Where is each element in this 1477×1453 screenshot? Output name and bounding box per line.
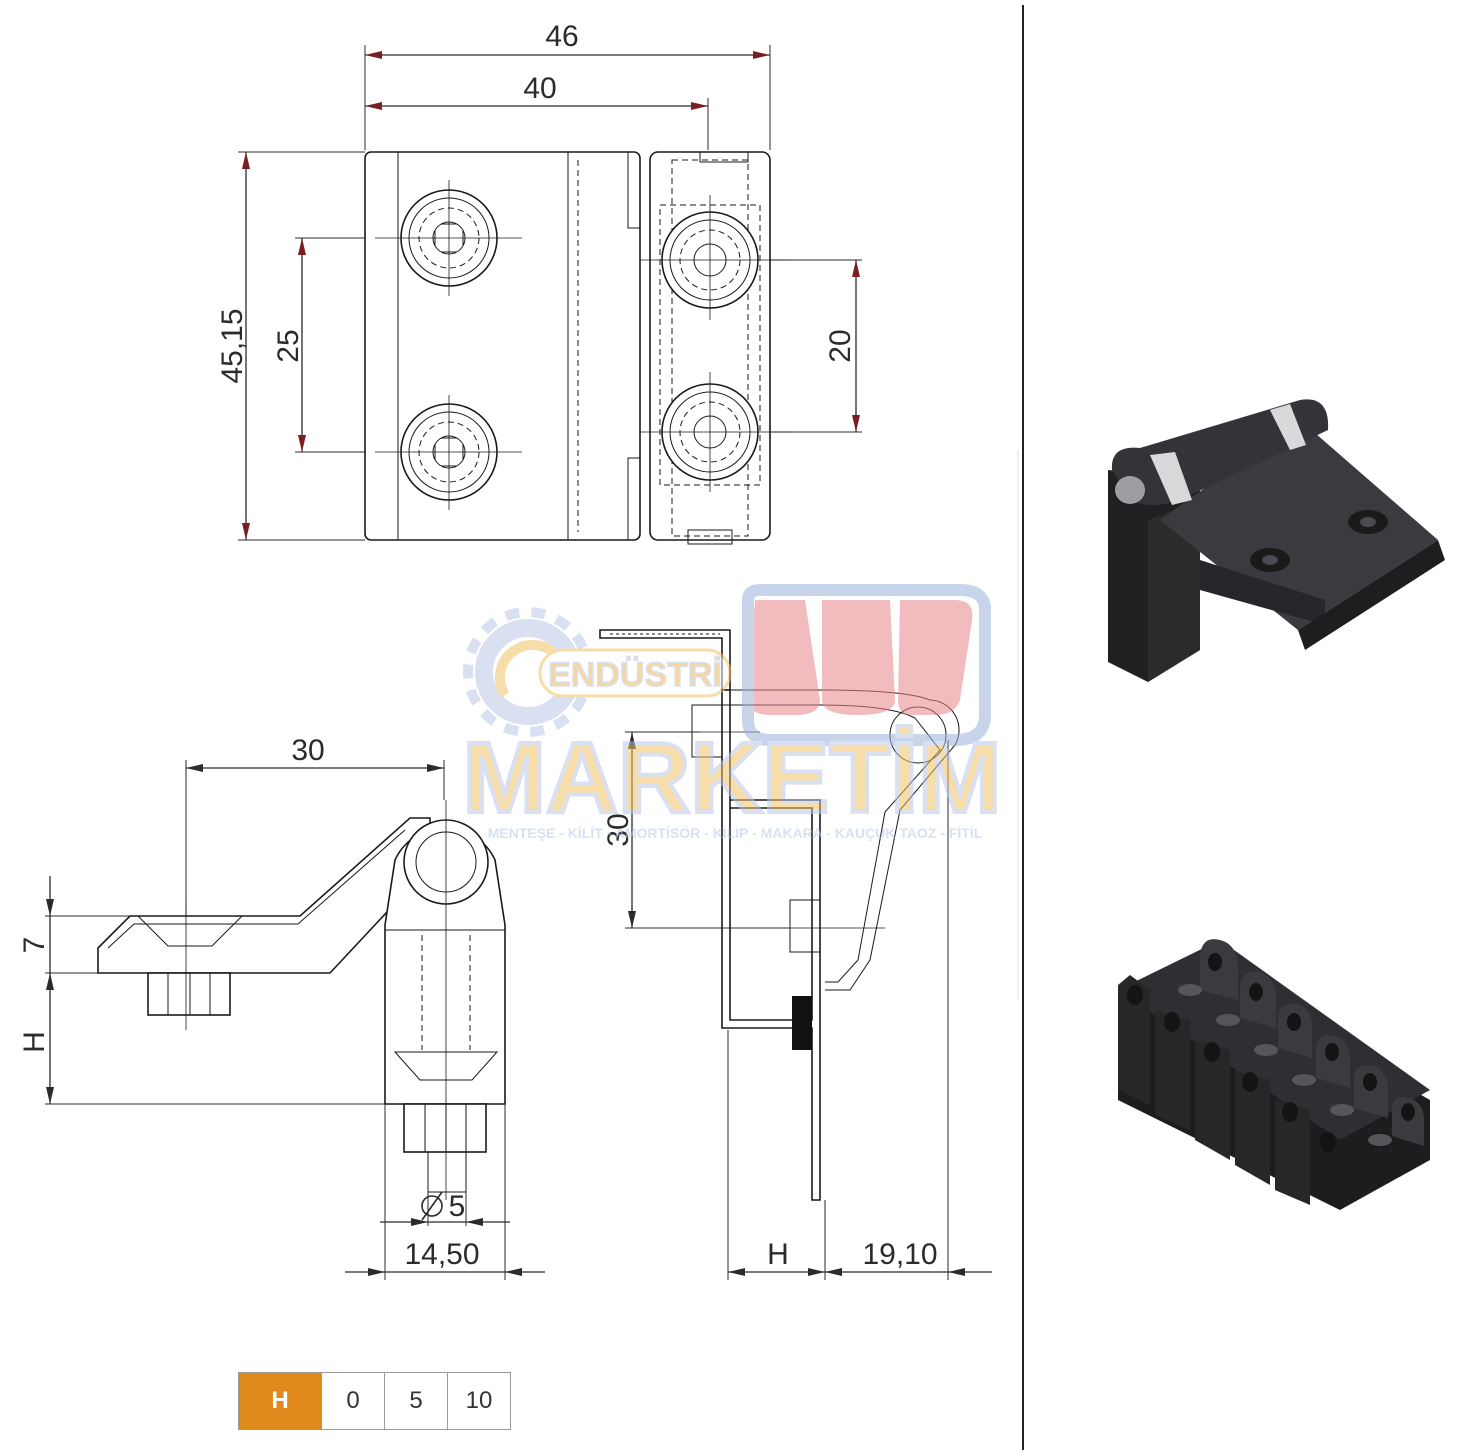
upper-bolt <box>691 704 723 758</box>
watermark-top-word: ENDÜSTRİ <box>548 656 722 694</box>
screw-top-left <box>375 180 522 296</box>
dim-d5-label: 5 <box>449 1190 466 1223</box>
dim-46-label: 46 <box>545 20 578 53</box>
watermark-main-word: MARKETİM <box>463 722 1002 834</box>
dim-h-install-label: H <box>767 1238 789 1271</box>
h-table-header: H <box>238 1372 322 1430</box>
h-table-value-2: 10 <box>447 1372 511 1430</box>
dim-30-side-label: 30 <box>291 734 324 767</box>
bolt-shank <box>427 1151 467 1193</box>
dim-45-15-label: 45,15 <box>216 308 249 383</box>
hinge-flange <box>97 817 431 974</box>
screw-bottom-left <box>375 395 522 510</box>
h-table-value-1: 5 <box>384 1372 448 1430</box>
installation-view: 30 H 19,10 <box>599 629 992 1280</box>
side-view: 30 7 H <box>18 734 545 1280</box>
h-value-table: H 0 5 10 <box>238 1372 511 1430</box>
product-render-single <box>1108 399 1445 682</box>
watermark-tagline: MENTEŞE - KİLİT - AMORTİSÖR - KILIP - MA… <box>488 825 983 841</box>
flange-nut <box>147 972 231 1016</box>
hinge-leaf-left <box>364 151 641 541</box>
dim-40-label: 40 <box>523 72 556 105</box>
h-table-value-0: 0 <box>321 1372 385 1430</box>
top-view: 46 40 45,15 25 20 <box>216 20 862 545</box>
rubber-seal <box>792 996 812 1050</box>
watermark-logo: ENDÜSTRİ MARKETİM MENTEŞE - KİLİT - AMOR… <box>461 584 1003 841</box>
dim-h-side-label: H <box>18 1031 51 1053</box>
dim-14-50-label: 14,50 <box>404 1238 479 1271</box>
lower-bolt <box>789 899 821 953</box>
diameter-symbol <box>421 1195 443 1217</box>
block-nut <box>403 1103 487 1153</box>
dim-19-10-label: 19,10 <box>862 1238 937 1271</box>
product-render-multi <box>1118 939 1430 1210</box>
dim-30-install-label: 30 <box>602 813 635 846</box>
screw-bottom-right <box>640 372 790 492</box>
dim-7-label: 7 <box>18 937 51 954</box>
screw-top-right <box>640 195 790 320</box>
dim-25-label: 25 <box>272 329 305 362</box>
dim-20-label: 20 <box>824 329 857 362</box>
